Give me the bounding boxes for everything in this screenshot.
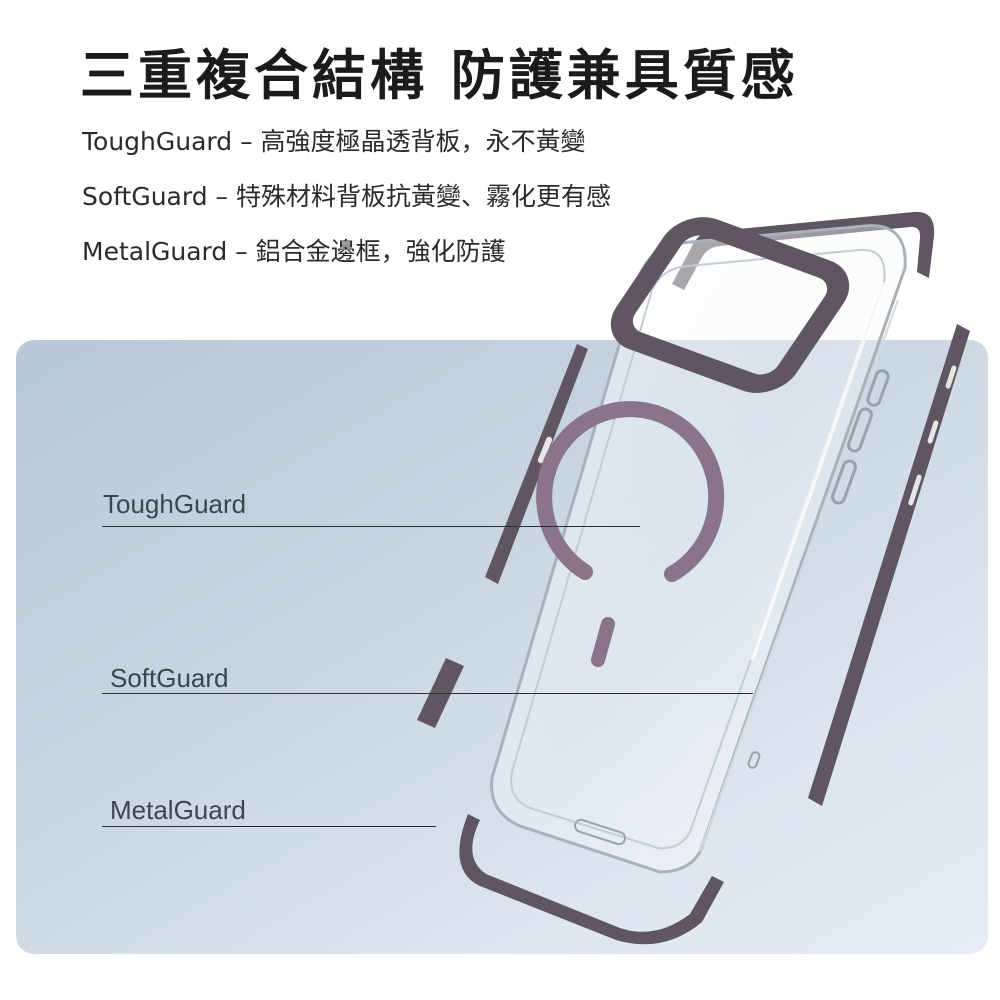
- metal-rail-right: [808, 324, 970, 806]
- feature-metalguard: MetalGuard – 鋁合金邊框，強化防護: [82, 237, 506, 266]
- headline: 三重複合結構 防護兼具質感: [80, 44, 799, 107]
- feature-toughguard: ToughGuard – 高強度極晶透背板，永不黃變: [82, 127, 586, 156]
- camera-ring: [610, 217, 850, 393]
- metal-frame-bottom: [459, 814, 724, 945]
- layer-label-toughguard: ToughGuard: [103, 489, 247, 519]
- leader-line-toughguard: [102, 526, 640, 527]
- metal-rail-left-upper: [485, 344, 588, 584]
- feature-softguard: SoftGuard – 特殊材料背板抗黃變、霧化更有感: [82, 182, 611, 211]
- layer-label-metalguard: MetalGuard: [110, 795, 246, 825]
- layer-label-softguard: SoftGuard: [110, 663, 229, 693]
- leader-line-metalguard: [102, 826, 436, 827]
- feature-list: ToughGuard – 高強度極晶透背板，永不黃變 SoftGuard – 特…: [82, 122, 611, 287]
- magsafe-ring: [536, 401, 725, 667]
- leader-line-softguard: [102, 693, 753, 694]
